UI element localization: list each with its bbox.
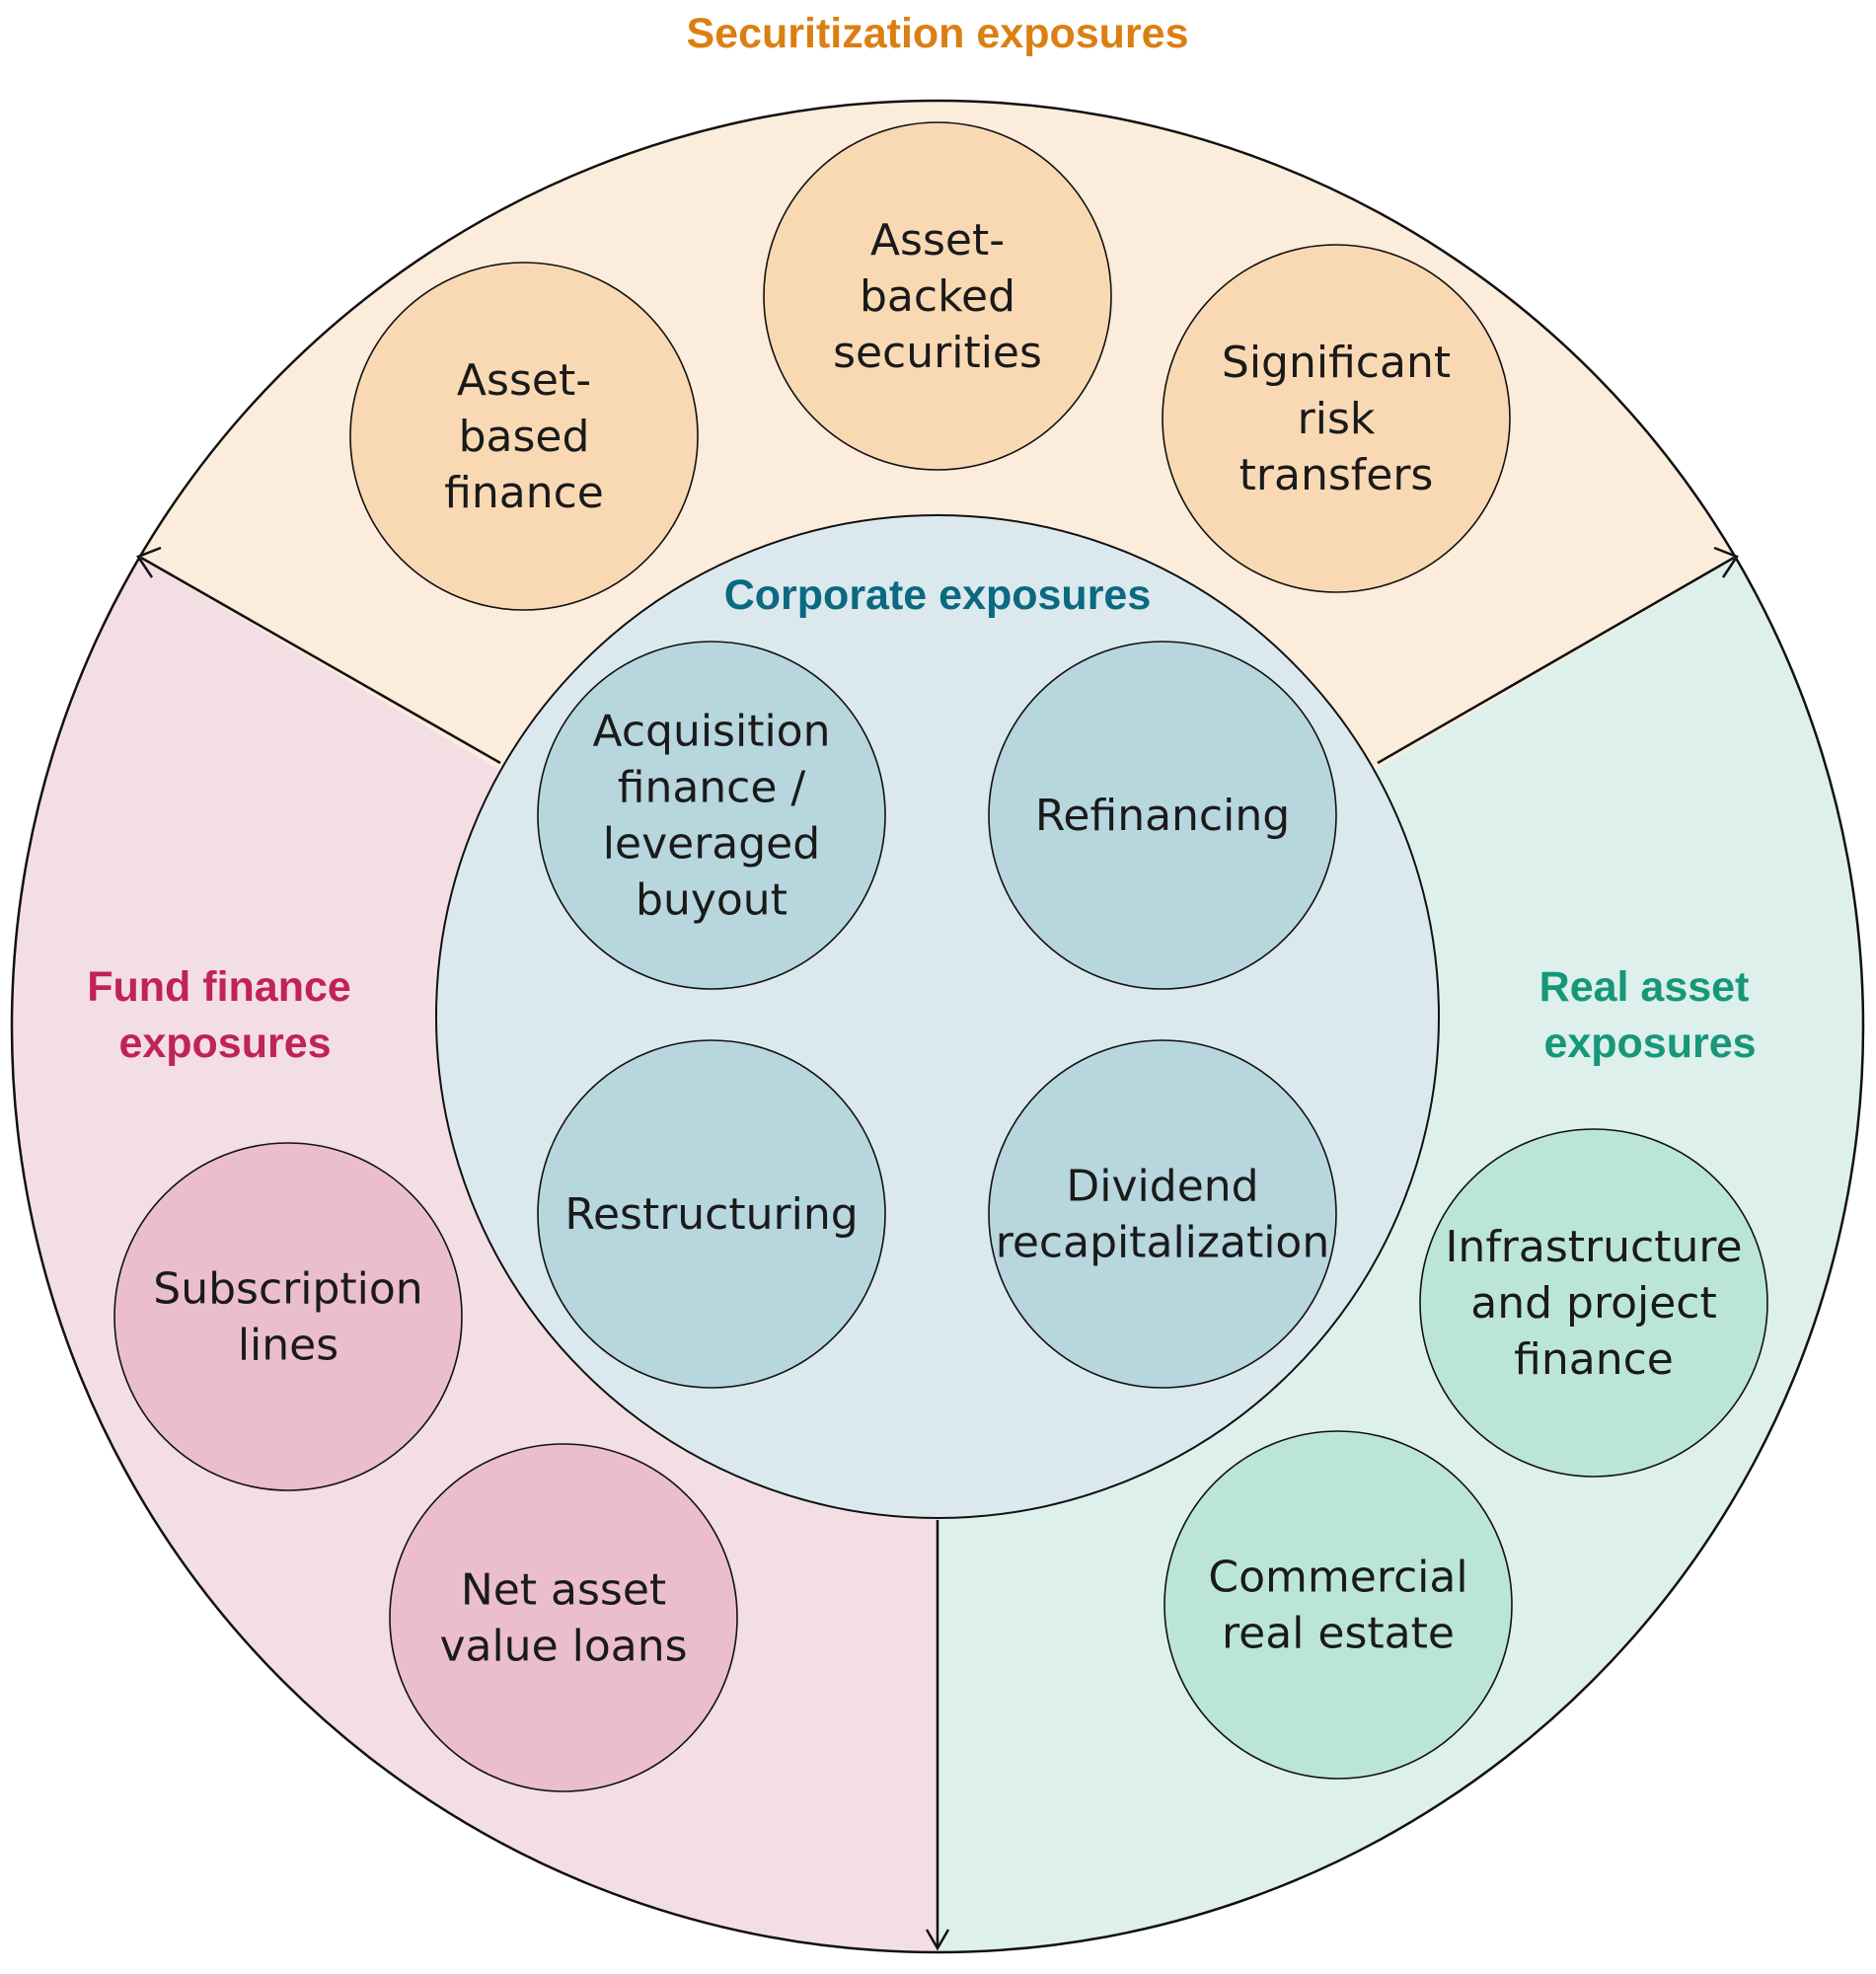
bubble-label-line: Commercial xyxy=(1208,1553,1467,1603)
bubble-label-line: real estate xyxy=(1222,1609,1455,1659)
securitization-bubble-circle xyxy=(349,262,699,611)
securitization-bubble-circle xyxy=(1162,244,1511,593)
corporate-bubble-circle xyxy=(537,1039,886,1389)
bubble-label-line: recapitalization xyxy=(996,1218,1330,1268)
arrow-to-fund-finance xyxy=(140,556,501,765)
bubble-label-line: value loans xyxy=(439,1622,687,1672)
fund-bubble: Net asset value loans xyxy=(389,1443,738,1792)
corporate-bubble-label: Restructuring xyxy=(564,1189,858,1240)
bubble-label-line: Significant xyxy=(1222,338,1451,388)
divider-arrows xyxy=(136,546,1739,1951)
bubble-label-line: Restructuring xyxy=(564,1189,858,1240)
securitization-bubble-label: Asset-backed securities xyxy=(833,215,1042,378)
outer-circle xyxy=(10,99,1865,1954)
bubble-label-line: risk xyxy=(1298,394,1376,444)
arrow-to-real-asset xyxy=(1377,556,1735,765)
securitization-title: Securitization exposures xyxy=(687,10,1189,57)
corporate-bubble-circle xyxy=(537,641,886,990)
real-asset-bubble-circle xyxy=(1419,1128,1768,1478)
arrow-head-down xyxy=(925,1929,950,1951)
real-asset-title: Real asset exposures xyxy=(1539,963,1762,1067)
bubble-label-line: Asset- xyxy=(457,355,591,406)
fund-finance-title-line: Fund finance xyxy=(87,963,351,1011)
corporate-bubble: Restructuring xyxy=(537,1039,886,1389)
bubble-label-line: leveraged xyxy=(603,819,820,870)
bubble-label-line: buyout xyxy=(636,875,788,926)
fund-bubble-circle xyxy=(389,1443,738,1792)
corporate-bubble-circle xyxy=(988,641,1337,990)
bubble-label-line: lines xyxy=(238,1321,338,1371)
bubble-label-line: finance xyxy=(1514,1334,1674,1385)
securitization-bubble-label: Significant risk transfers xyxy=(1222,338,1451,500)
fund-bubble-label: Subscription lines xyxy=(153,1264,422,1371)
real-asset-bubble-label: Commercial real estate xyxy=(1208,1553,1467,1659)
corporate-bubble-circle xyxy=(988,1039,1337,1389)
corporate-bubble: Dividend recapitalization xyxy=(988,1039,1337,1389)
corporate-bubble: Refinancing xyxy=(988,641,1337,990)
bubble-label-line: Net asset xyxy=(461,1565,666,1616)
fund-bubble-circle xyxy=(113,1142,463,1491)
corporate-bubble-label: Refinancing xyxy=(1035,791,1290,841)
corporate-bubble-label: Dividend recapitalization xyxy=(996,1162,1330,1268)
bubble-label-line: based xyxy=(459,412,590,462)
real-asset-title-line: exposures xyxy=(1543,1020,1756,1067)
securitization-bubble: Asset-backed securities xyxy=(763,121,1112,471)
securitization-bubble: Asset-based finance xyxy=(349,262,699,611)
bubbles-layer: Asset-based finance Asset-backed securities… xyxy=(113,121,1768,1792)
bubble-label-line: Acquisition xyxy=(593,707,831,757)
bubble-label-line: securities xyxy=(833,328,1042,378)
real-asset-title-line: Real asset xyxy=(1539,963,1750,1011)
fund-finance-title-line: exposures xyxy=(118,1020,331,1067)
fund-finance-title: Fund finance exposures xyxy=(87,963,363,1067)
bubble-label-line: finance xyxy=(444,468,604,518)
real-asset-bubble: Commercial real estate xyxy=(1163,1430,1513,1780)
arrow-head-right xyxy=(1713,546,1739,578)
arrow-head-left xyxy=(136,546,162,578)
real-asset-bubble-circle xyxy=(1163,1430,1513,1780)
bubble-label-line: Asset- xyxy=(870,215,1005,266)
corporate-title: Corporate exposures xyxy=(724,571,1152,619)
bubble-label-line: backed xyxy=(860,271,1015,322)
corporate-circle xyxy=(435,514,1440,1519)
bubble-label-line: Subscription xyxy=(153,1264,422,1315)
securitization-bubble: Significant risk transfers xyxy=(1162,244,1511,593)
fund-bubble-label: Net asset value loans xyxy=(439,1565,687,1672)
bubble-label-line: Dividend xyxy=(1066,1162,1258,1212)
bubble-label-line: Infrastructure xyxy=(1445,1222,1742,1272)
bubble-label-line: Refinancing xyxy=(1035,791,1290,841)
bubble-label-line: transfers xyxy=(1239,450,1434,500)
securitization-bubble-label: Asset-based finance xyxy=(444,355,604,518)
bubble-label-line: and project xyxy=(1470,1278,1716,1329)
fund-bubble: Subscription lines xyxy=(113,1142,463,1491)
bubble-label-line: finance / xyxy=(618,763,806,813)
securitization-bubble-circle xyxy=(763,121,1112,471)
